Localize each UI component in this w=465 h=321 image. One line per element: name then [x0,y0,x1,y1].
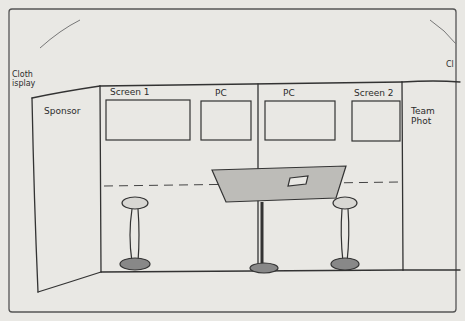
panel-edge [100,86,101,272]
panel-edge [38,272,101,292]
frame-corner [40,20,80,48]
node-label: Sponsor [44,106,134,116]
panel-edge [402,82,403,270]
table-foot [250,263,278,273]
wall-top [100,82,402,86]
pc-box: PC [201,101,251,140]
node-label: Screen 1 [110,87,200,97]
sponsor-panel: Sponsor [40,100,98,270]
side-label: Cl [446,60,458,69]
photo-frame [9,9,456,312]
stools [120,197,359,270]
stool-foot [331,258,359,270]
photo-panel: Team Phot [405,86,460,266]
table-top [212,166,346,202]
table-item [288,176,308,186]
wall-top [32,86,100,98]
wall-bottom [403,269,460,270]
screen-outline [265,101,335,140]
wall-top [402,81,460,82]
frame-corner [430,20,456,44]
table-leg [261,202,264,266]
stool-foot [120,258,150,270]
screen-box: Screen 2 [352,101,400,141]
screens [106,100,400,141]
stool-seat [122,197,148,209]
stool-leg [130,209,139,262]
stool-leg [341,209,349,262]
screen-outline [352,101,400,141]
panel-edge [32,98,38,292]
table [212,166,346,273]
node-label: Team Phot [411,106,451,126]
pc-box: PC [265,101,335,140]
screen-box: Screen 1 [106,100,190,140]
booth-wall [32,81,460,292]
node-label: Screen 2 [354,88,444,98]
screen-outline [106,100,190,140]
screen-outline [201,101,251,140]
stool-seat [333,197,357,209]
side-label: Cloth isplay [12,70,42,88]
